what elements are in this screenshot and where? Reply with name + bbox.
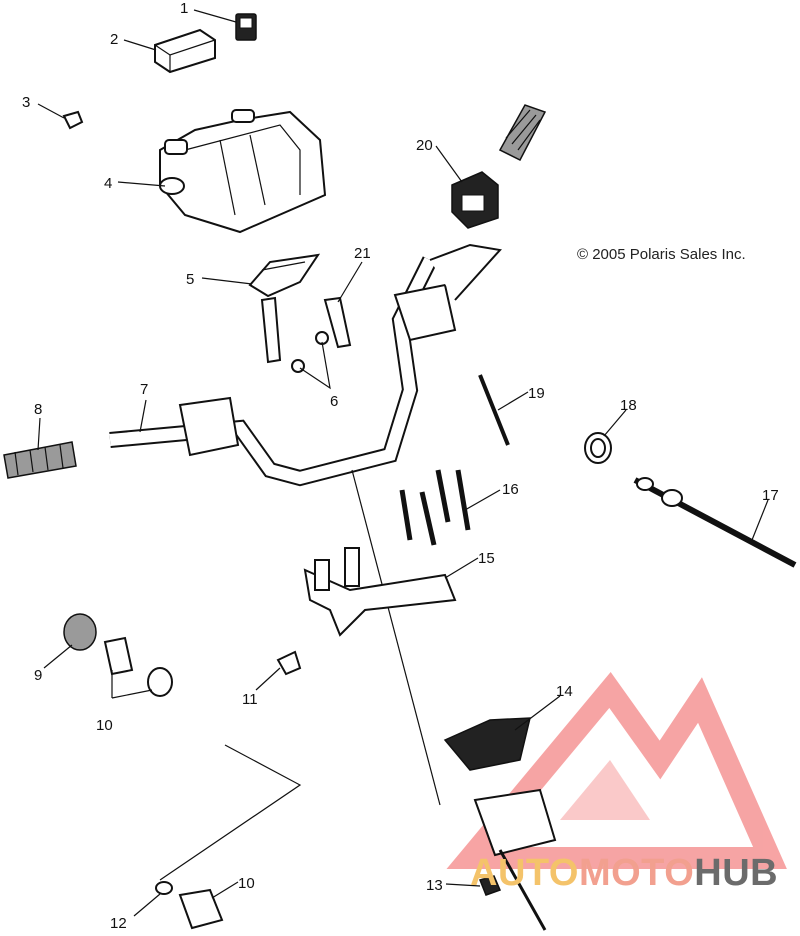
part-1-switch-icon xyxy=(235,13,257,41)
callout-14: 14 xyxy=(556,683,573,700)
part-12-washer-icon xyxy=(155,881,173,895)
callout-3: 3 xyxy=(22,94,30,111)
callout-10-lower: 10 xyxy=(238,875,255,892)
steering-centerline xyxy=(351,469,441,806)
watermark-text: AUTOMOTOHUB xyxy=(470,852,778,895)
watermark-logo-icon xyxy=(446,672,787,869)
callout-11: 11 xyxy=(242,691,258,708)
wire-line xyxy=(159,744,302,881)
part-4-pod-cover-icon xyxy=(159,109,327,234)
watermark-part-moto: MOTO xyxy=(578,852,695,894)
part-6-screw-icon xyxy=(291,331,329,373)
part-9-grommet-icon xyxy=(63,613,97,651)
copyright-notice: © 2005 Polaris Sales Inc. xyxy=(577,246,746,263)
callout-12: 12 xyxy=(110,915,127,932)
callout-20: 20 xyxy=(416,137,433,154)
part-2-switch-housing-icon xyxy=(154,28,216,74)
part-5-clamp-icon xyxy=(248,253,321,298)
callout-10-upper: 10 xyxy=(96,717,113,734)
callout-15: 15 xyxy=(478,550,495,567)
part-8-left-grip-icon xyxy=(3,441,77,479)
part-18-ring-icon xyxy=(584,432,612,464)
part-16-bolts-icon xyxy=(399,469,471,546)
watermark-part-auto: AUTO xyxy=(470,852,579,894)
callout-1: 1 xyxy=(180,0,188,17)
callout-21: 21 xyxy=(354,245,371,262)
watermark-part-hub: HUB xyxy=(694,852,779,894)
part-3-rivet-icon xyxy=(62,110,84,130)
callout-13: 13 xyxy=(426,877,443,894)
right-grip-icon xyxy=(498,104,547,162)
callout-5: 5 xyxy=(186,271,194,288)
part-11-rivet-icon xyxy=(276,650,302,676)
part-15-bracket-icon xyxy=(303,547,457,637)
callout-16: 16 xyxy=(502,481,519,498)
part-21-bracket-icon xyxy=(260,296,352,364)
callout-6: 6 xyxy=(330,393,338,410)
part-17-throttle-cable-icon xyxy=(633,477,797,568)
part-10-clip-icon xyxy=(103,636,173,697)
callout-4: 4 xyxy=(104,175,112,192)
callout-9: 9 xyxy=(34,667,42,684)
leader-lines xyxy=(37,9,769,917)
handlebar-icon xyxy=(109,243,502,487)
callout-2: 2 xyxy=(110,31,118,48)
steering-post-icon xyxy=(473,788,557,931)
part-14-clamp-block-icon xyxy=(443,717,531,771)
callout-7: 7 xyxy=(140,381,148,398)
part-19-cable-tie-icon xyxy=(478,374,510,446)
callout-8: 8 xyxy=(34,401,42,418)
part-10-connector-icon xyxy=(178,888,224,930)
part-13-nut-icon xyxy=(478,875,502,896)
callout-18: 18 xyxy=(620,397,637,414)
part-20-switch-assembly-icon xyxy=(451,171,499,229)
callout-19: 19 xyxy=(528,385,545,402)
callout-17: 17 xyxy=(762,487,779,504)
